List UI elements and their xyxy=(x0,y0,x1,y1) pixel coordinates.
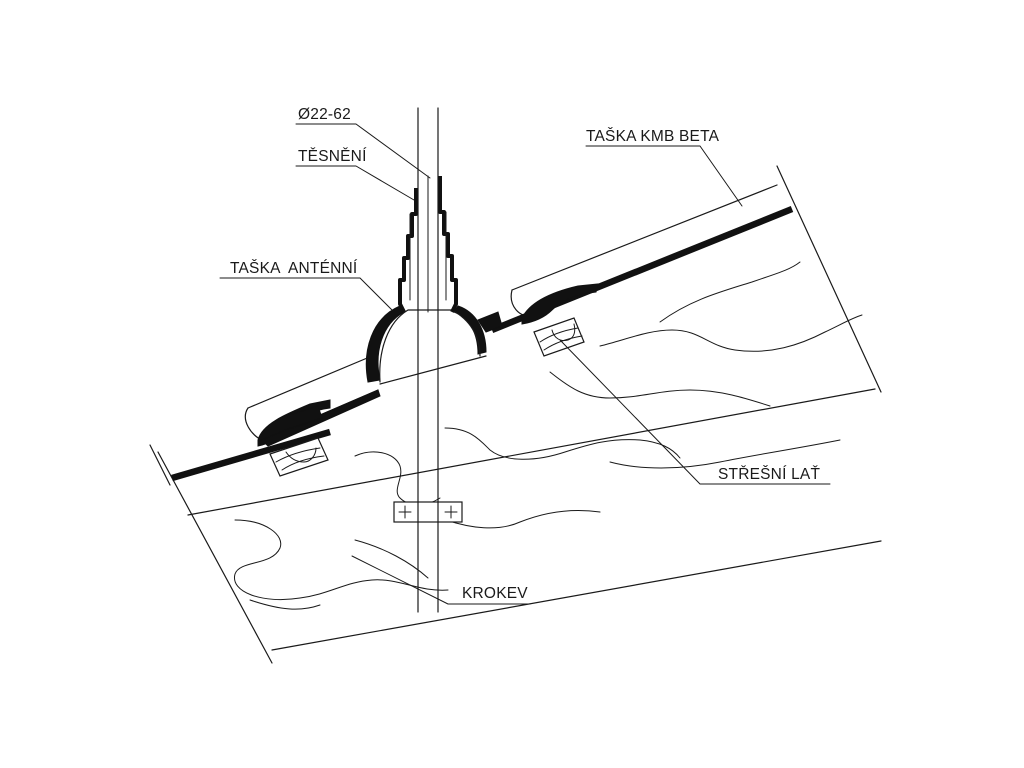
roof-tiles xyxy=(149,184,794,486)
wood-grain xyxy=(354,539,429,579)
clamp-plate xyxy=(393,501,463,523)
roof-battens xyxy=(269,317,585,477)
wood-grain xyxy=(659,261,801,323)
leader-batten xyxy=(559,339,831,485)
wood-grain xyxy=(444,427,681,460)
tile-edge xyxy=(149,444,171,486)
label-antenna-tile: TAŠKA ANTÉNNÍ xyxy=(230,260,358,277)
leader-roof-tile xyxy=(585,145,743,207)
wood-grain xyxy=(249,599,321,610)
leader-diameter xyxy=(295,123,431,179)
wood-grain xyxy=(354,451,441,506)
wood-grain xyxy=(599,314,863,352)
leader-lines xyxy=(219,123,831,605)
label-roof-batten: STŘEŠNÍ LAŤ xyxy=(718,466,820,483)
antenna-dome-right xyxy=(453,305,487,355)
seal-left-steps xyxy=(398,188,418,313)
label-roof-tile: TAŠKA KMB BETA xyxy=(586,128,720,145)
batten-left xyxy=(269,437,329,477)
leader-rafter xyxy=(351,555,531,605)
label-rafter: KROKEV xyxy=(462,585,528,602)
seal-cone xyxy=(398,176,458,313)
tile-nib xyxy=(285,405,323,429)
label-seal: TĚSNĚNÍ xyxy=(298,148,367,165)
tile-lower-top xyxy=(247,355,373,409)
tile-upper-top xyxy=(511,184,778,291)
leader-antenna-tile xyxy=(219,277,393,311)
antenna-mast xyxy=(417,107,439,613)
leader-seal xyxy=(295,165,415,201)
wood-grain xyxy=(445,510,601,529)
label-diameter: Ø22-62 xyxy=(298,106,351,123)
antenna-dome-outline xyxy=(379,309,481,383)
tile-lower-strip xyxy=(171,428,331,482)
labels: Ø22-62 TĚSNĚNÍ TAŠKA ANTÉNNÍ TAŠKA KMB B… xyxy=(230,106,820,602)
seal-right-steps xyxy=(438,176,458,313)
antenna-tile xyxy=(365,305,487,385)
tile-nib xyxy=(477,311,503,333)
wood-grain xyxy=(609,439,841,469)
batten-right xyxy=(533,317,585,357)
tile-upper-nose xyxy=(521,283,599,325)
mast-clamp xyxy=(393,501,463,523)
wood-grain xyxy=(234,519,449,601)
antenna-dome-base xyxy=(379,355,487,385)
rafter xyxy=(157,165,882,664)
wood-grain xyxy=(549,371,771,407)
